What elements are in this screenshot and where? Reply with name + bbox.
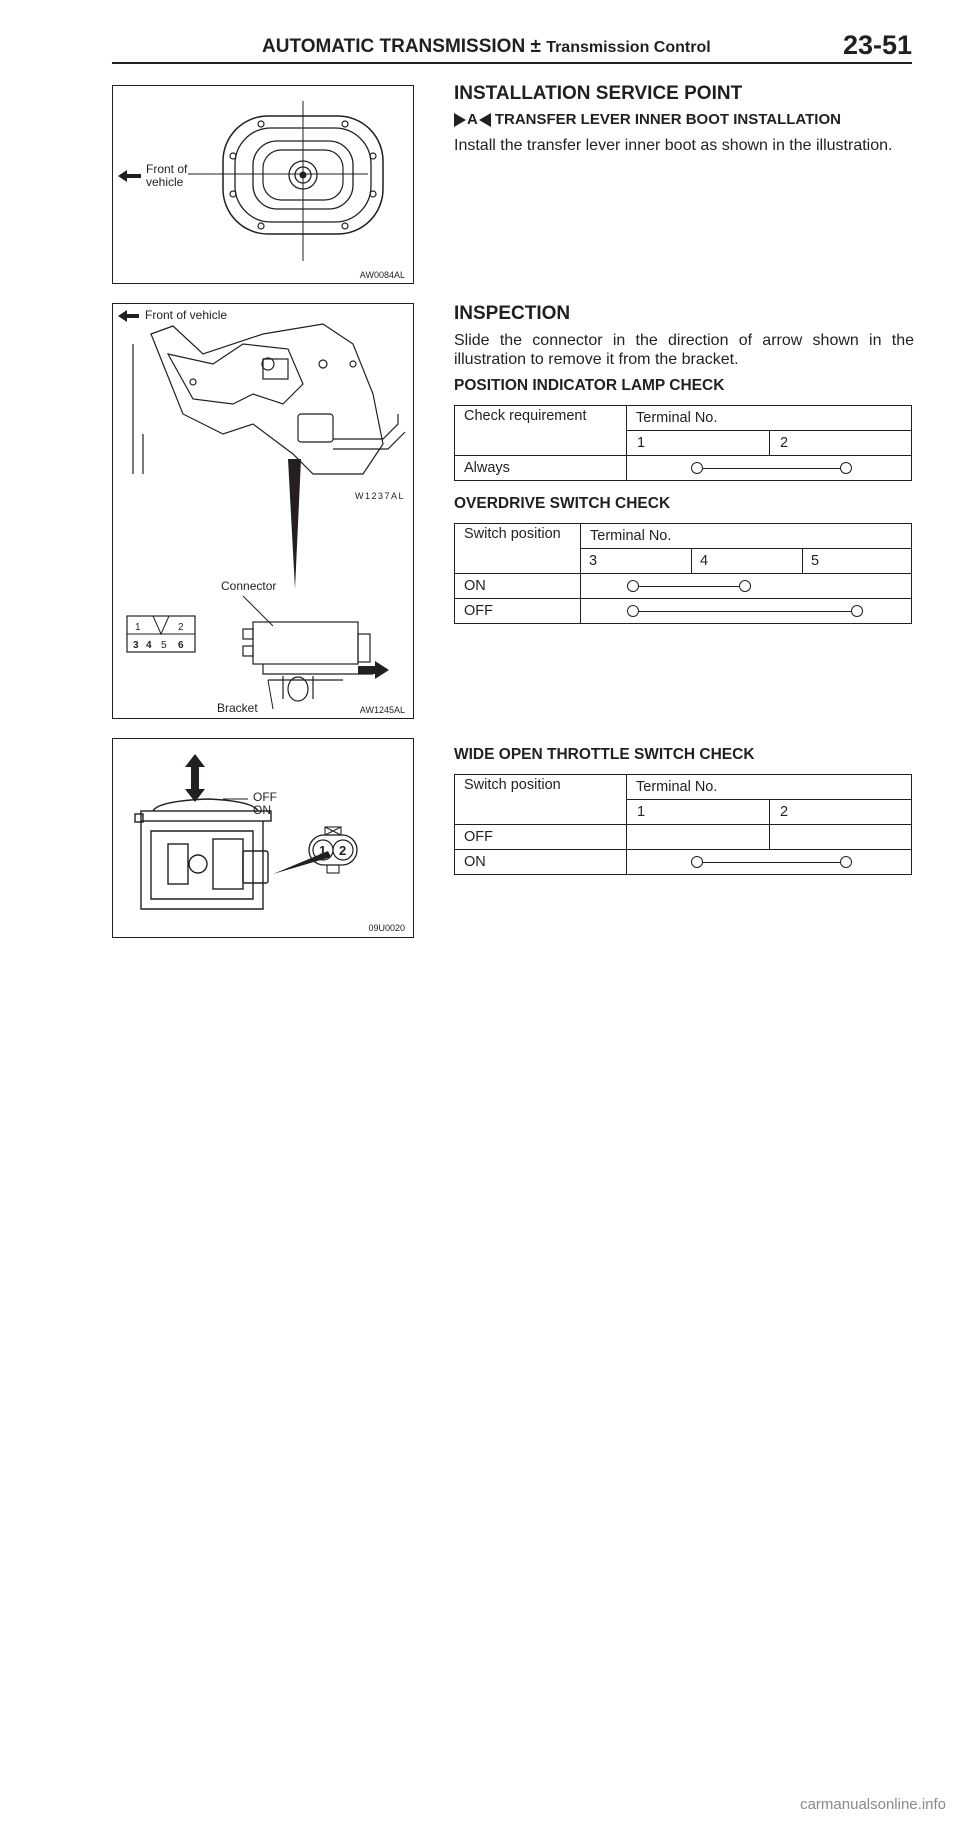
terminal-number: 2 [769,799,912,825]
continuity-indicator [581,576,911,596]
figure-code-bottom: AW1245AL [360,705,405,715]
continuity-cell [580,573,912,599]
continuity-indicator [627,458,911,478]
svg-text:6: 6 [178,640,184,651]
overdrive-table: Switch position Terminal No. 3 4 5 ON OF… [454,523,912,624]
vehicle-label: vehicle [146,175,184,189]
continuity-indicator [627,852,911,872]
table-row: OFF [454,598,912,624]
column-header: Terminal No. [580,523,912,549]
installation-text: Install the transfer lever inner boot as… [454,137,893,154]
page-title: AUTOMATIC TRANSMISSION ± Transmission Co… [262,36,711,57]
check-title: WIDE OPEN THROTTLE SWITCH CHECK [454,746,755,763]
row-label: ON [454,849,627,875]
boot-illustration: Front of vehicle AW0084AL [112,85,414,284]
column-header: Terminal No. [626,405,912,431]
column-header: Check requirement [454,405,627,456]
pin-diagram: 1 2 3 4 5 6 [126,615,196,653]
terminal-number: 4 [691,548,803,574]
throttle-switch-illustration: OFF ON 1 2 09U0020 [112,738,414,938]
svg-text:5: 5 [161,640,167,651]
terminal-number: 3 [580,548,692,574]
page-number: 23-51 [842,30,912,60]
figure-code-top: W1237AL [355,491,405,501]
row-label: Always [454,455,627,481]
page-header: AUTOMATIC TRANSMISSION ± Transmission Co… [112,30,912,64]
installation-section: INSTALLATION SERVICE POINT A TRANSFER LE… [454,83,914,163]
table-row: Always [454,455,912,481]
front-label: Front of [146,162,188,176]
column-header: Switch position [454,523,581,574]
service-point-subtitle: A TRANSFER LEVER INNER BOOT INSTALLATION [454,111,914,128]
check-title: POSITION INDICATOR LAMP CHECK [454,377,725,394]
connector-label: Connector [221,579,276,593]
svg-text:1: 1 [319,843,326,858]
terminal-number: 1 [626,799,770,825]
column-header: Switch position [454,774,627,825]
svg-text:1: 1 [135,622,141,633]
slide-pointer-icon [288,459,301,589]
figure-code: 09U0020 [368,923,405,933]
table-row: ON [454,849,912,875]
section-title: INSTALLATION SERVICE POINT [454,83,743,104]
svg-text:2: 2 [178,622,184,633]
row-label: OFF [454,824,627,850]
row-label: OFF [454,598,581,624]
inspection-section: INSPECTION Slide the connector in the di… [454,303,914,638]
watermark: carmanualsonline.info [800,1796,946,1813]
throttle-pin-diagram: 1 2 [308,826,358,874]
svg-text:4: 4 [146,640,152,651]
table-row: OFF [454,824,912,850]
bracket-label: Bracket [217,701,258,715]
terminal-number: 1 [626,430,770,456]
front-arrow-icon [118,170,141,182]
throttle-switch-section: WIDE OPEN THROTTLE SWITCH CHECK Switch p… [454,746,914,889]
terminal-number: 2 [769,430,912,456]
service-point-marker: A [454,111,491,128]
connector-illustration: Front of vehicle W1237AL Connector [112,303,414,719]
continuity-indicator [581,601,911,621]
row-label: ON [454,573,581,599]
on-label: ON [253,803,271,817]
front-arrow-icon [118,310,139,322]
front-label: Front of vehicle [145,308,227,322]
check-title: OVERDRIVE SWITCH CHECK [454,495,671,512]
pointer-icon [273,851,331,874]
figure-code: AW0084AL [360,270,405,280]
triangle-right-icon [454,112,466,127]
continuity-cell [626,849,912,875]
inspection-text: Slide the connector in the direction of … [454,332,914,368]
continuity-cell [580,598,912,624]
off-label: OFF [253,790,277,804]
up-down-arrow-icon [185,754,205,802]
section-title: INSPECTION [454,303,571,324]
position-lamp-table: Check requirement Terminal No. 1 2 Alway… [454,405,912,481]
column-header: Terminal No. [626,774,912,800]
svg-text:3: 3 [133,640,139,651]
triangle-left-icon [478,112,491,127]
continuity-cell [626,455,912,481]
terminal-number: 5 [802,548,912,574]
table-row: ON [454,573,912,599]
slide-direction-arrow-icon [358,661,389,679]
throttle-switch-table: Switch position Terminal No. 1 2 OFF ON [454,774,912,875]
svg-text:2: 2 [339,843,346,858]
